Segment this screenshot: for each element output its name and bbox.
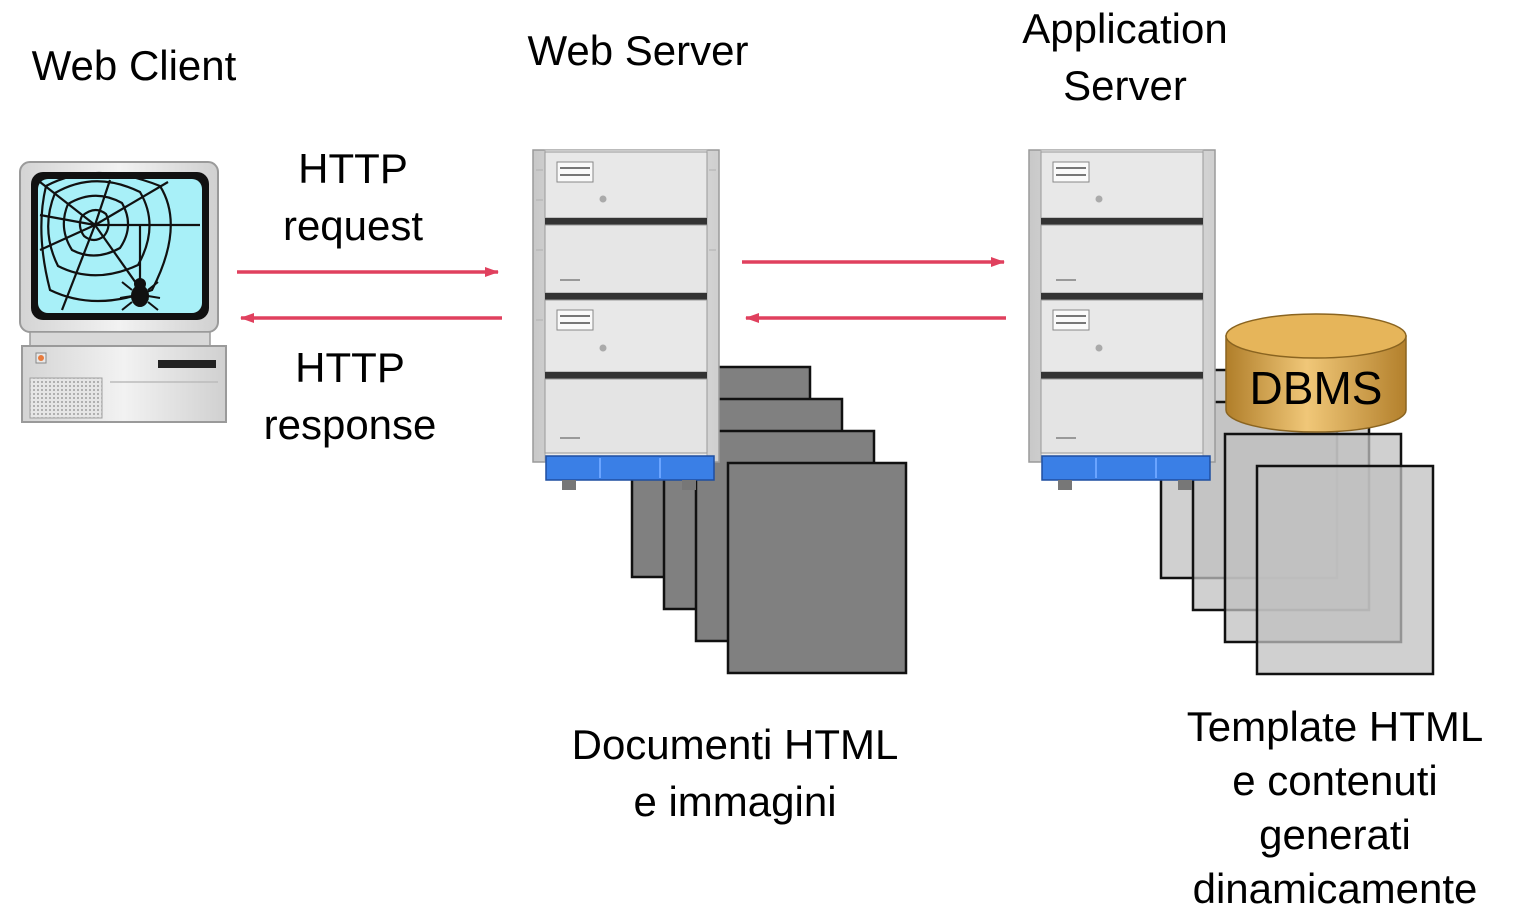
database-cylinder-icon [1225, 313, 1407, 433]
http-response-label: HTTP response [263, 344, 437, 448]
http-request-label: HTTP request [282, 145, 424, 249]
web-server-label: Web Server [527, 27, 749, 74]
connection-arrows [237, 257, 1006, 323]
documents-caption: Documenti HTML e immagini [571, 721, 899, 825]
document-page-icon [726, 461, 908, 675]
computer-monitor-spiderweb-icon [19, 161, 227, 423]
dbms-label: DBMS [1249, 362, 1383, 414]
rack-server-icon [532, 149, 720, 490]
document-page-icon [1255, 464, 1435, 676]
rack-server-icon [1028, 149, 1216, 490]
web-client-label: Web Client [31, 42, 237, 89]
application-server-label: Application Server [1022, 5, 1228, 109]
templates-caption: Template HTML e contenuti generati dinam… [1186, 703, 1484, 912]
